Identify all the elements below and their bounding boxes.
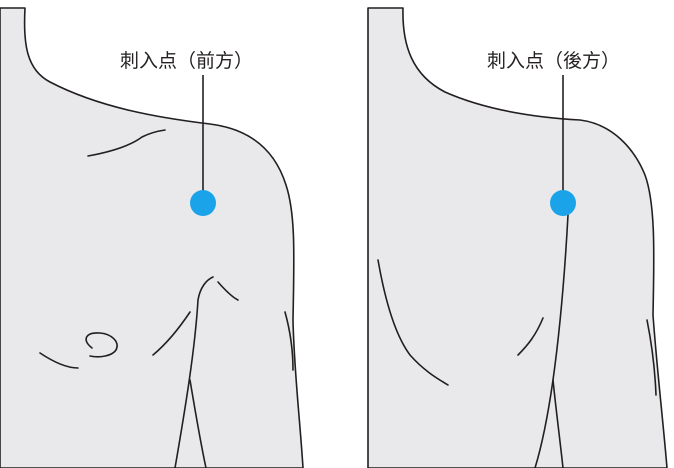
back-insertion-point-marker [550,190,576,216]
front-view-panel: 刺入点（前方） [0,8,303,468]
front-insertion-point-marker [190,190,216,216]
front-torso-outline [0,8,303,468]
back-torso-outline [368,8,667,468]
back-view-panel: 刺入点（後方） [368,8,667,468]
front-insertion-point-label: 刺入点（前方） [120,50,253,72]
back-insertion-point-label: 刺入点（後方） [487,50,620,72]
